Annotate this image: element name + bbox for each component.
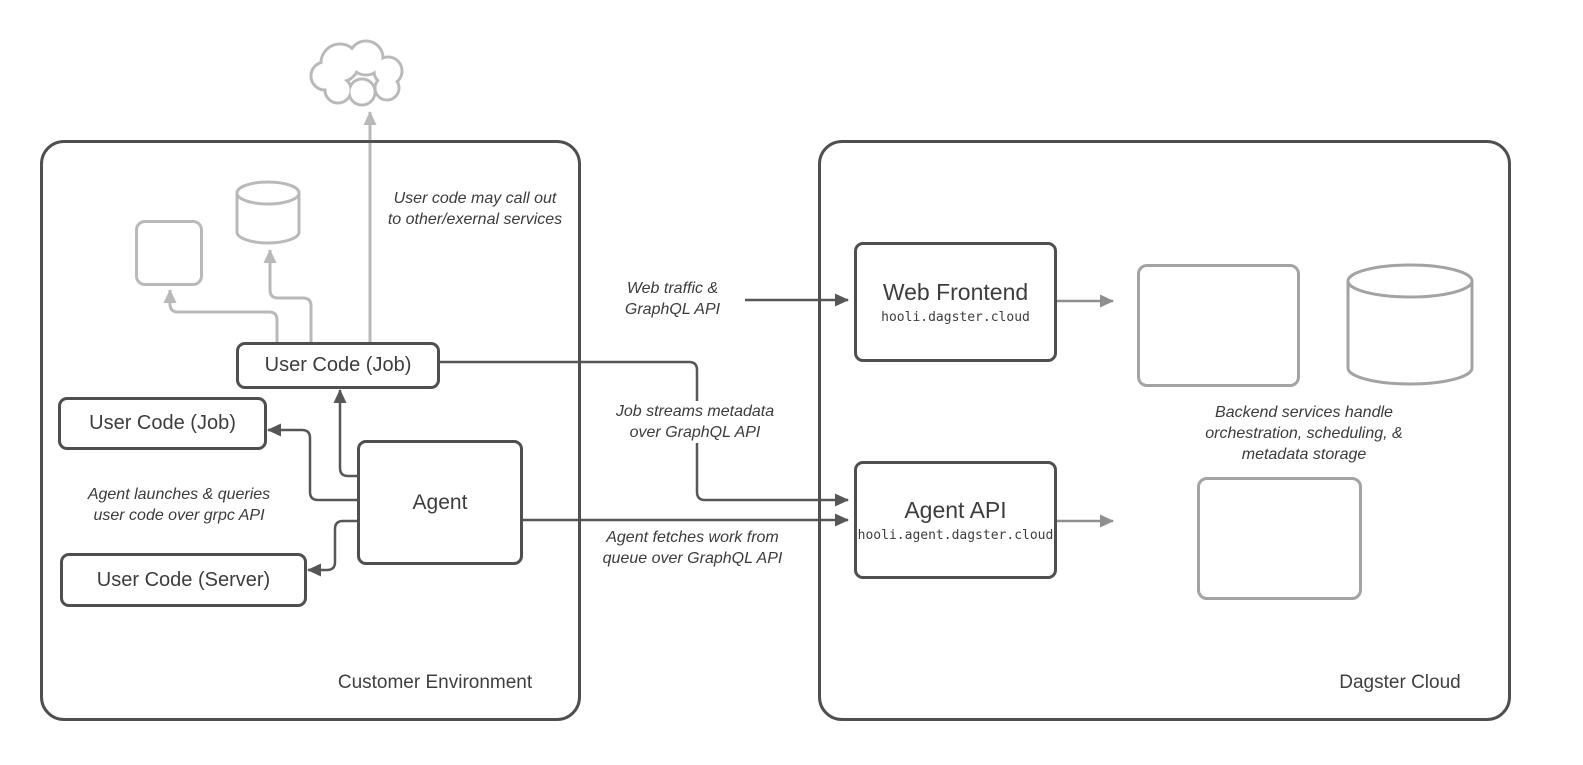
external-resource-square (135, 220, 203, 286)
web-frontend-node: Web Frontend hooli.dagster.cloud (854, 242, 1057, 362)
backend-rectangle-top (1137, 264, 1300, 387)
database-cylinder-icon (235, 180, 301, 245)
note-line: metadata storage (1241, 446, 1367, 463)
agent-node: Agent (357, 440, 523, 565)
agent-api-title: Agent API (904, 497, 1007, 523)
note-line: Agent launches & queries (87, 486, 271, 503)
edge-label-agent-fetches: Agent fetches work from queue over Graph… (590, 527, 795, 569)
agent-api-subtitle: hooli.agent.dagster.cloud (857, 528, 1054, 543)
note-grpc: Agent launches & queries user code over … (73, 484, 285, 526)
edge-job-to-square (163, 289, 279, 342)
note-line: Web traffic & (626, 280, 719, 297)
note-line: to other/exernal services (387, 211, 563, 228)
edge-label-job-streams: Job streams metadata over GraphQL API (601, 401, 789, 443)
note-line: User code may call out (393, 190, 557, 207)
edge-agent-to-job-top (333, 389, 358, 478)
edge-job-to-database (263, 249, 313, 342)
web-frontend-subtitle: hooli.dagster.cloud (881, 310, 1030, 325)
note-line: GraphQL API (624, 301, 721, 318)
storage-cylinder-icon (1346, 263, 1474, 386)
note-backend-services: Backend services handle orchestration, s… (1190, 402, 1418, 465)
note-line: over GraphQL API (629, 424, 761, 441)
user-code-job-top-node: User Code (Job) (236, 342, 440, 389)
dagster-cloud-label: Dagster Cloud (1339, 672, 1461, 693)
user-code-job-top-label: User Code (Job) (264, 354, 412, 376)
web-frontend-title: Web Frontend (882, 279, 1029, 305)
dagster-cloud-container (818, 140, 1511, 721)
user-code-server-label: User Code (Server) (96, 568, 271, 591)
note-external-services: User code may call out to other/exernal … (380, 188, 570, 230)
customer-environment-container (40, 140, 581, 721)
note-line: user code over grpc API (93, 507, 265, 524)
note-line: queue over GraphQL API (602, 550, 783, 567)
agent-label: Agent (412, 490, 468, 514)
customer-environment-label: Customer Environment (337, 672, 533, 693)
note-line: orchestration, scheduling, & (1205, 425, 1403, 442)
edge-agent-to-server (307, 519, 358, 577)
user-code-job-left-label: User Code (Job) (89, 412, 236, 434)
edge-agent-to-job-left (267, 423, 358, 502)
agent-api-node: Agent API hooli.agent.dagster.cloud (854, 461, 1057, 579)
user-code-job-left-node: User Code (Job) (58, 397, 267, 450)
user-code-server-node: User Code (Server) (60, 553, 307, 607)
edge-label-web-traffic: Web traffic & GraphQL API (600, 278, 745, 320)
cloud-icon (309, 39, 404, 107)
backend-rectangle-bottom (1197, 477, 1362, 600)
note-line: Agent fetches work from (606, 529, 779, 546)
note-line: Job streams metadata (615, 403, 775, 420)
note-line: Backend services handle (1215, 404, 1393, 421)
